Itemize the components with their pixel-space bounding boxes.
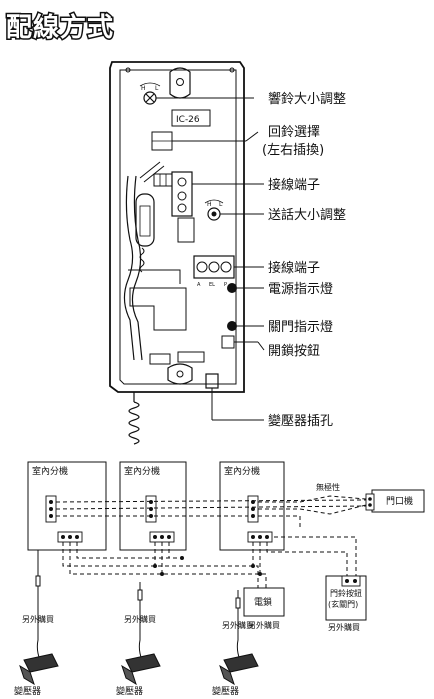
indoor-unit-2-label: 室內分機	[124, 465, 160, 477]
callout-terminal-lower: 接線端子	[268, 260, 320, 276]
power-indicator-lamp-icon	[227, 283, 237, 293]
wire-junction-dots	[153, 556, 262, 576]
wiring-lines	[55, 495, 367, 588]
sold-separately-5: 另外購買	[328, 622, 360, 632]
bell-button-note: (玄關門)	[328, 599, 358, 609]
bell-button-label: 門鈴按鈕	[330, 588, 362, 598]
no-polarity-label: 無極性	[316, 482, 340, 492]
transformer-1-icon	[19, 653, 59, 686]
callout-power-indicator: 電源指示燈	[268, 282, 333, 297]
page-title: 配線方式	[6, 12, 114, 43]
sold-separately-2: 另外購買	[124, 614, 156, 624]
coiled-cord-icon	[128, 392, 140, 445]
lock-label: 電鎖	[254, 596, 272, 608]
knob-low-mark-2: L	[219, 201, 223, 208]
transformer-2-icon	[121, 653, 161, 686]
sold-separately-1: 另外購買	[22, 614, 54, 624]
transformer-label-3: 變壓器	[212, 685, 239, 697]
callout-unlock-button: 開鎖按鈕	[268, 343, 320, 359]
callout-leaders	[156, 97, 265, 421]
callout-transformer-socket: 變壓器插孔	[268, 413, 333, 429]
callout-door-indicator: 關門指示燈	[268, 320, 333, 335]
transformer-label-1: 變壓器	[14, 685, 41, 697]
sold-separately-4: 另外購買	[248, 620, 280, 630]
door-unit-label: 門口機	[386, 495, 413, 507]
knob-low-mark: L	[155, 85, 159, 92]
model-label: IC-26	[176, 115, 200, 125]
door-indicator-lamp-icon	[227, 321, 237, 331]
ringer-volume-knob-icon	[139, 82, 161, 105]
intercom-handset-body	[109, 61, 245, 393]
callout-ringer-volume: 響鈴大小調整	[268, 91, 346, 107]
terminal-mark-el: EL	[209, 282, 215, 288]
callout-terminal-upper: 接線端子	[268, 177, 320, 193]
indoor-unit-boxes	[27, 461, 425, 621]
transformer-3-icon	[219, 653, 259, 686]
talk-volume-knob-icon	[204, 199, 224, 221]
knob-high-mark-2: H	[207, 201, 212, 208]
transformer-label-2: 變壓器	[116, 685, 143, 697]
terminal-mark-p: P	[224, 282, 227, 288]
callout-ringback-select-note: (左右插換)	[262, 143, 324, 158]
knob-high-mark: H	[141, 85, 146, 92]
terminal-mark-a: A	[197, 282, 201, 288]
indoor-unit-1-label: 室內分機	[32, 465, 68, 477]
callout-talk-volume: 送話大小調整	[268, 207, 346, 223]
lock-box	[243, 587, 285, 617]
indoor-unit-3-label: 室內分機	[224, 465, 260, 477]
callout-ringback-select: 回鈴選擇	[268, 124, 320, 140]
sold-separately-3: 另外購買	[222, 620, 254, 630]
